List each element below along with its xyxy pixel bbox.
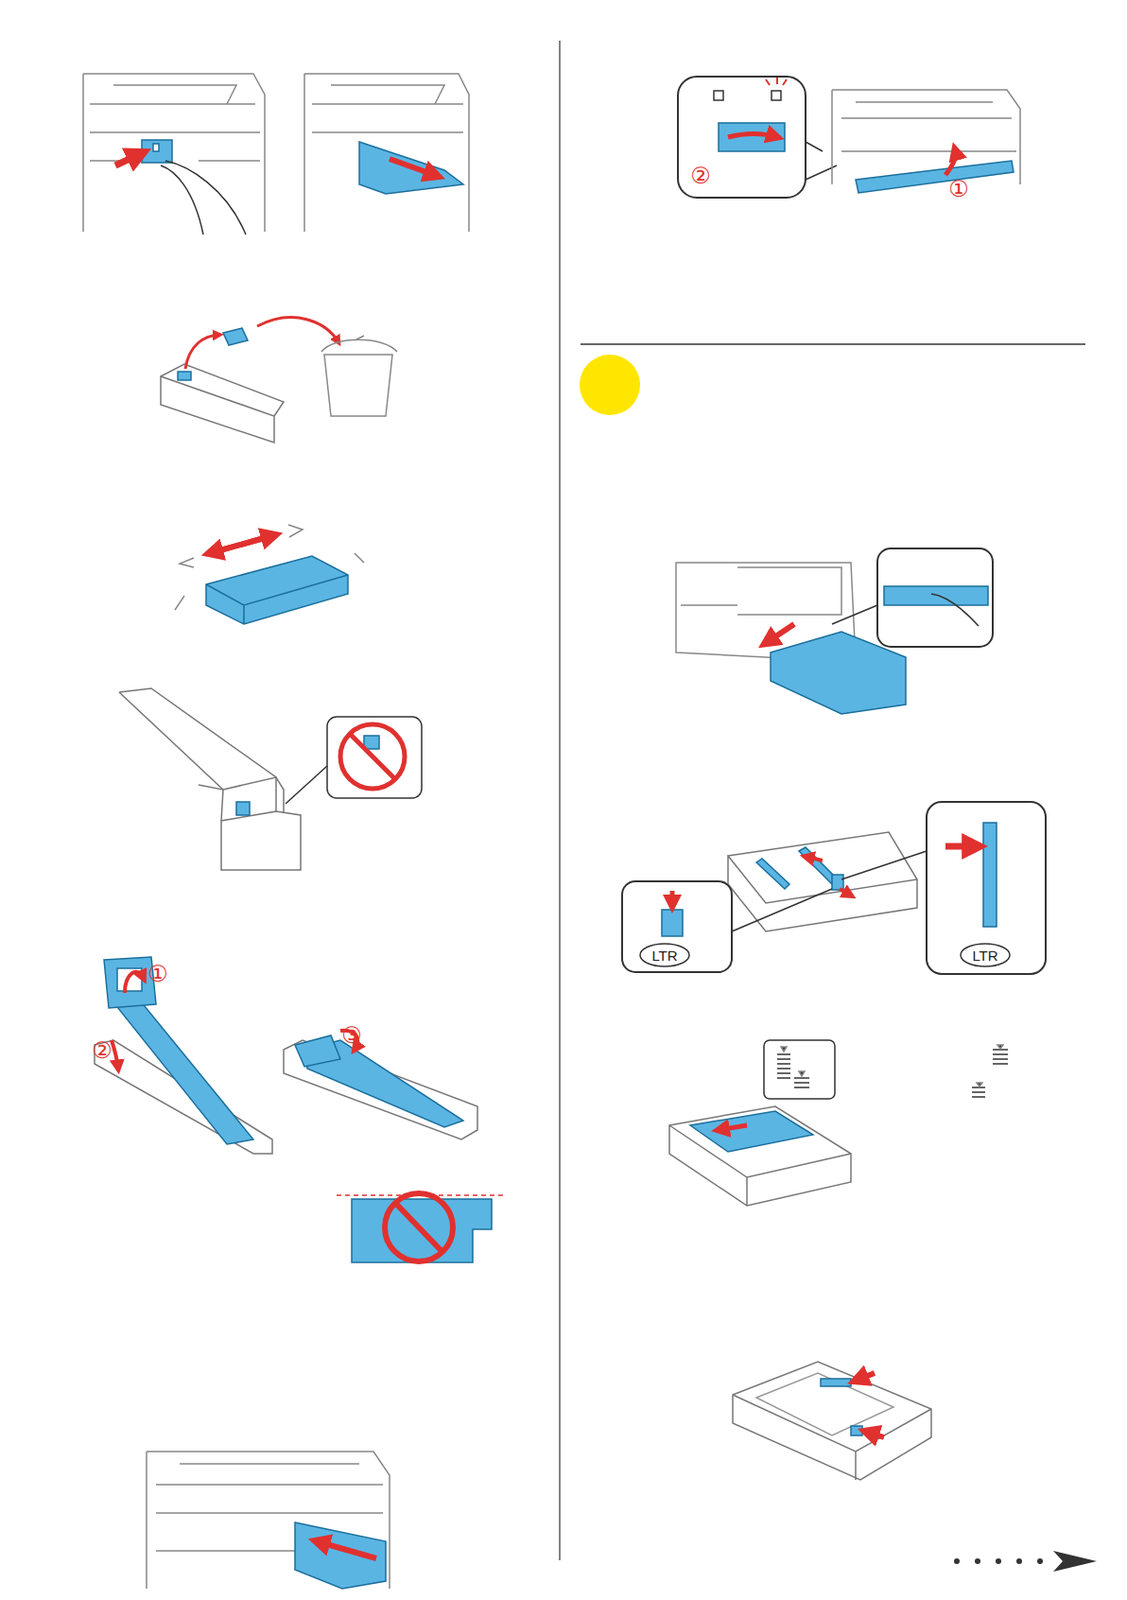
paper-size-mark: LTR xyxy=(651,948,677,963)
callout-number: ② xyxy=(91,1039,113,1062)
callout-number: ② xyxy=(690,164,711,188)
callout-number: ① xyxy=(147,962,169,986)
callout-number: ③ xyxy=(341,1023,363,1047)
callout-number: ① xyxy=(948,177,970,201)
paper-size-mark: LTR xyxy=(971,948,998,963)
